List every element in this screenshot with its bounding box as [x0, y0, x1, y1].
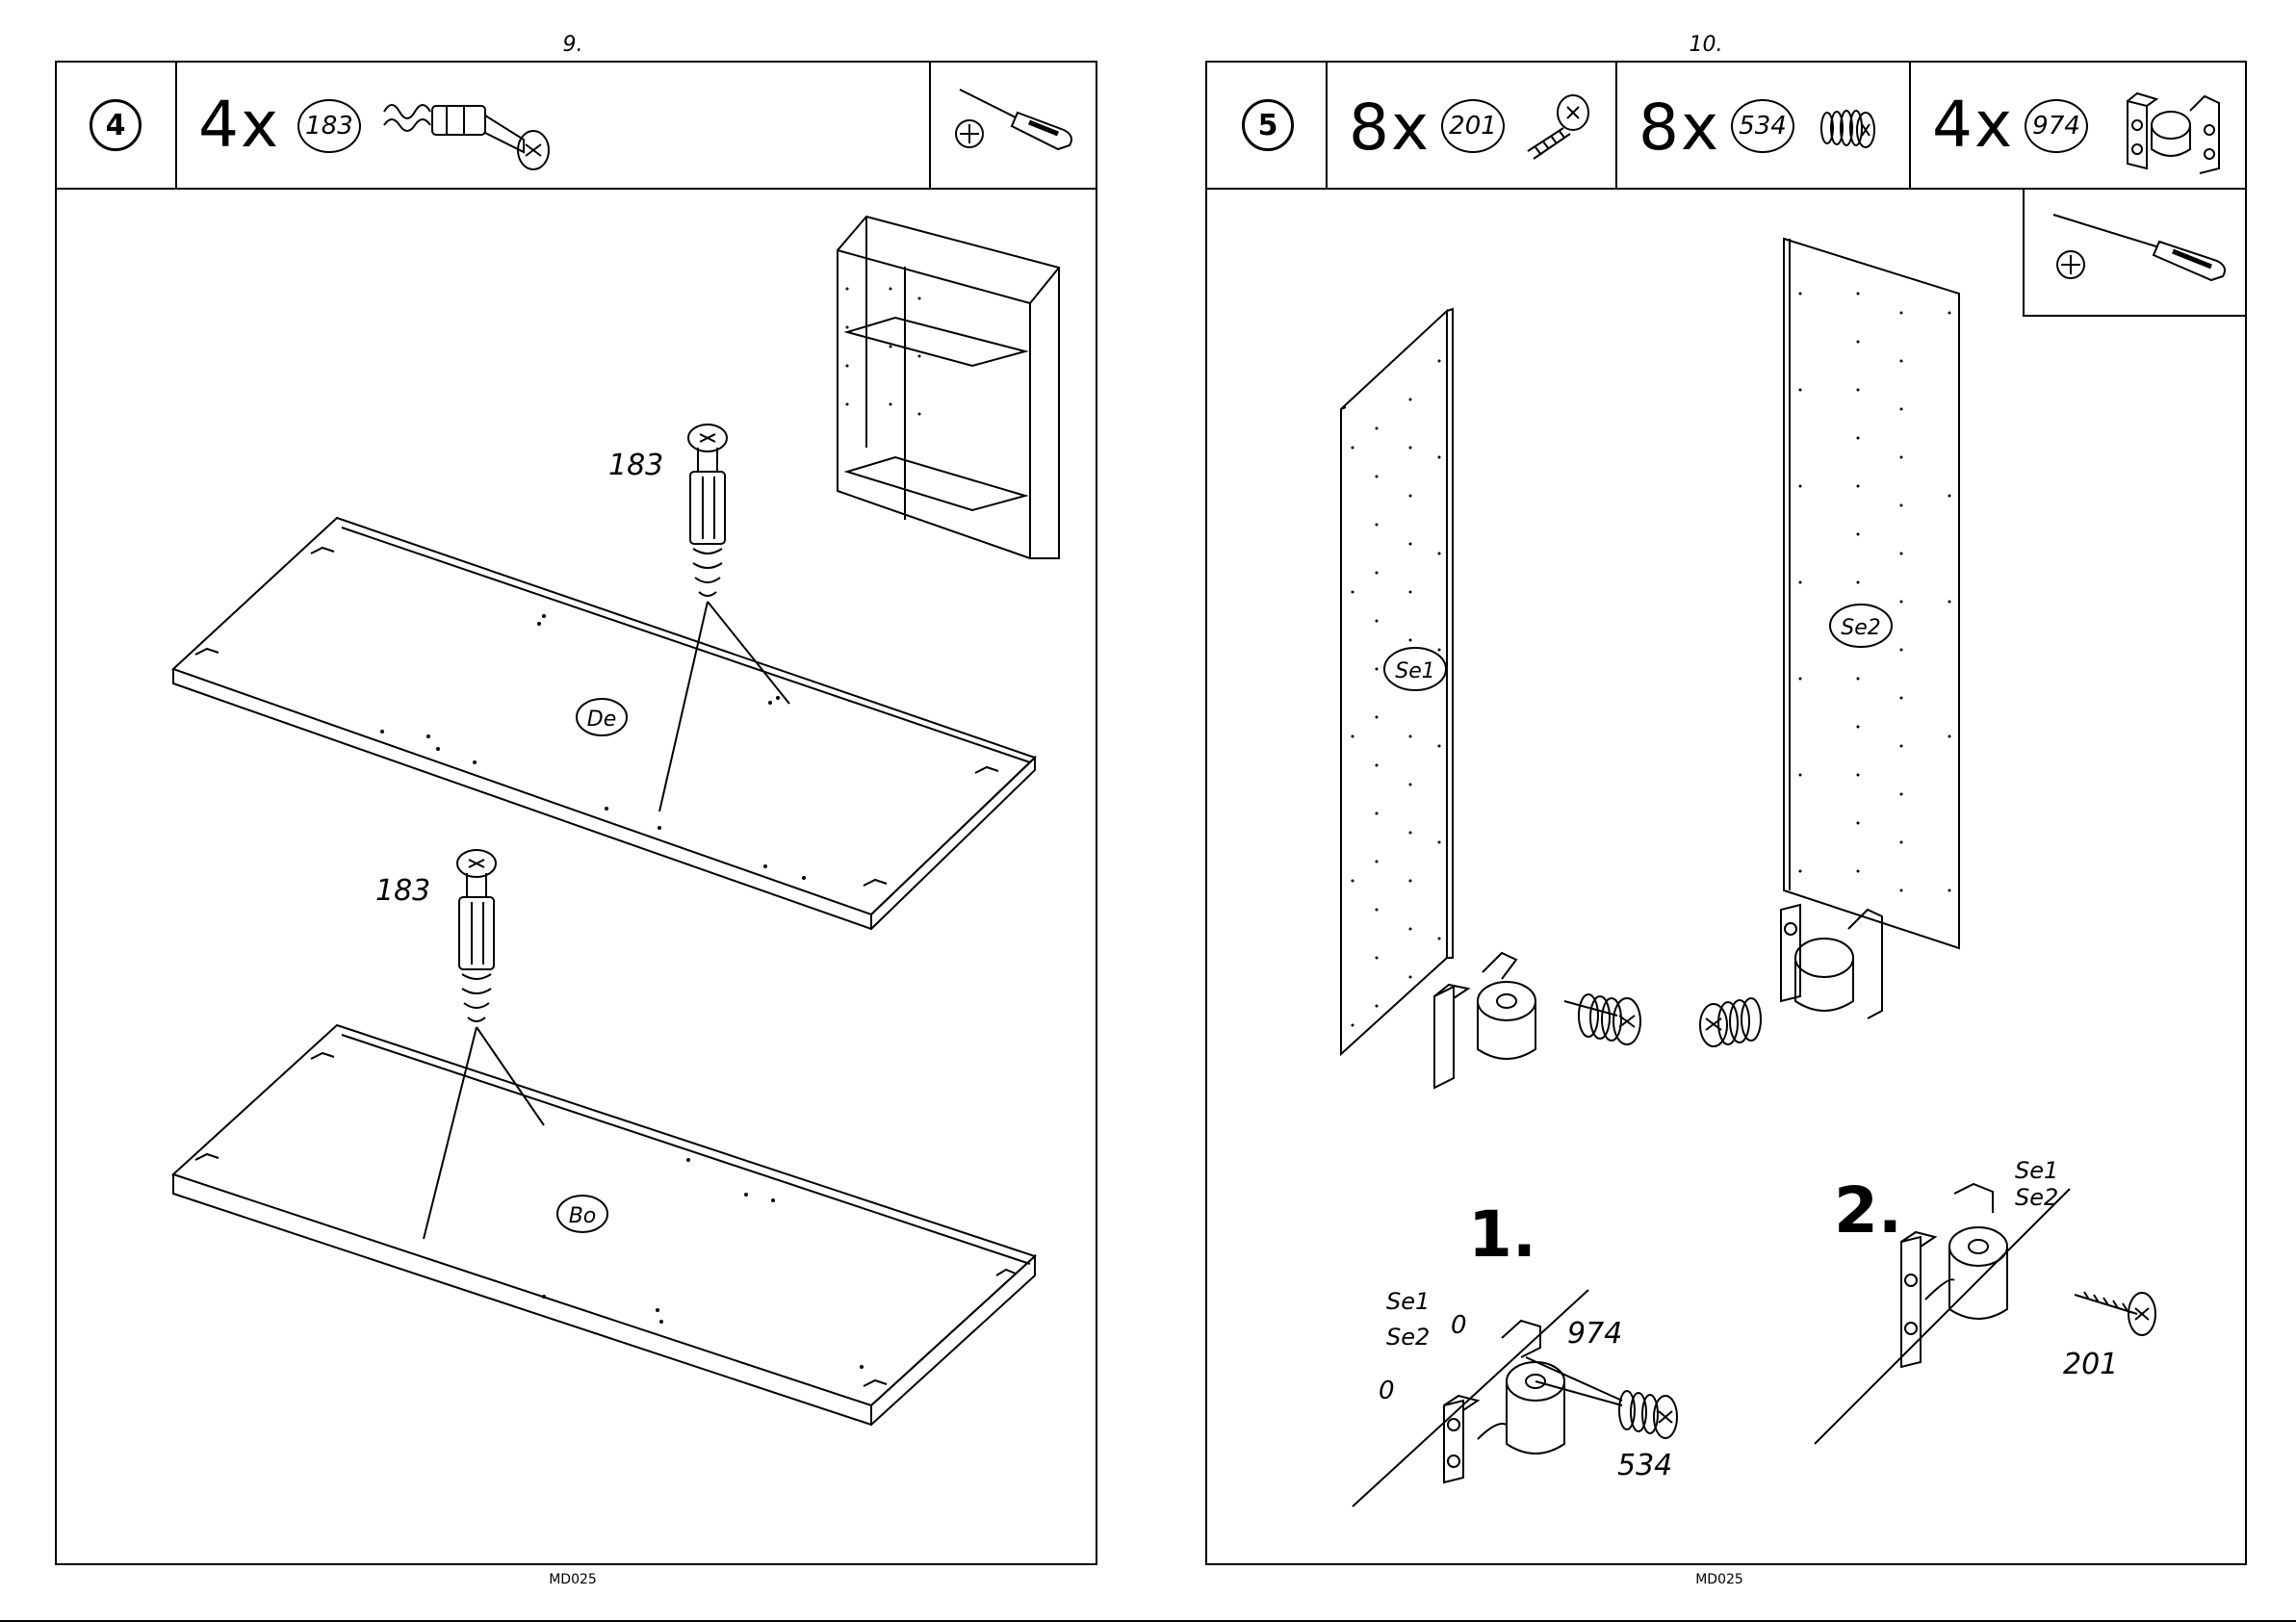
top-panel-illustration: De [168, 510, 1035, 924]
part-number-badge: 534 [1731, 99, 1794, 153]
bottom-panel-illustration: Bo [168, 1016, 1035, 1420]
left-parts-cell: 4x 183 [177, 63, 931, 188]
right-header-bar: 5 8x 201 8x 534 4x 974 [1205, 61, 2247, 190]
panel-label-se2: Se2 [1841, 616, 1881, 640]
callout-183-upper: 183 [608, 449, 663, 482]
left-tool-cell [931, 63, 1099, 188]
hinge-assembly-left-icon [1415, 948, 1646, 1093]
right-part-534-cell: 8x 534 [1617, 63, 1911, 188]
detail-2-hinge-illustration [1810, 1184, 2176, 1444]
cam-bolt-upper-icon [674, 419, 809, 823]
phillips-screwdriver-icon [2044, 207, 2236, 294]
euro-screw-icon [1818, 101, 1885, 159]
panel-label-se1: Se1 [1395, 659, 1435, 683]
part-quantity: 4x [1932, 93, 2014, 157]
part-number-badge: 201 [1441, 99, 1505, 153]
right-step-number: 5 [1242, 99, 1294, 151]
left-page-number: 9. [525, 33, 621, 57]
part-number-badge: 974 [2025, 99, 2088, 153]
left-step-cell: 4 [57, 63, 177, 188]
right-step-cell: 5 [1207, 63, 1328, 188]
phillips-screwdriver-icon [950, 82, 1085, 168]
screw-icon [1520, 91, 1607, 168]
right-part-201-cell: 8x 201 [1328, 63, 1617, 188]
detail-2-side-label-se1: Se1 [2015, 1157, 2058, 1184]
cam-bolt-lower-icon [443, 844, 578, 1249]
hinge-assembly-right-icon [1690, 895, 1940, 1068]
hinge-bracket-icon [2118, 82, 2224, 178]
part-quantity: 8x [1638, 96, 1720, 160]
panel-label-de: De [587, 708, 616, 732]
right-page-number: 10. [1658, 33, 1754, 57]
cam-bolt-icon [379, 87, 572, 173]
right-part-974-cell: 4x 974 [1911, 63, 2249, 188]
left-header-bar: 4 4x 183 [55, 61, 1097, 190]
left-page-code: MD025 [525, 1572, 621, 1587]
callout-183-lower: 183 [375, 874, 430, 908]
side-panel-se2-illustration: Se2 [1776, 236, 1969, 967]
detail-1-number: 1. [1468, 1203, 1536, 1267]
right-page-code: MD025 [1671, 1572, 1767, 1587]
left-step-number: 4 [90, 99, 142, 151]
part-number-badge: 183 [297, 99, 361, 153]
detail-1-hinge-illustration [1348, 1290, 1694, 1521]
part-quantity: 4x [198, 93, 280, 157]
right-tool-box [2023, 188, 2247, 317]
part-quantity: 8x [1349, 96, 1431, 160]
